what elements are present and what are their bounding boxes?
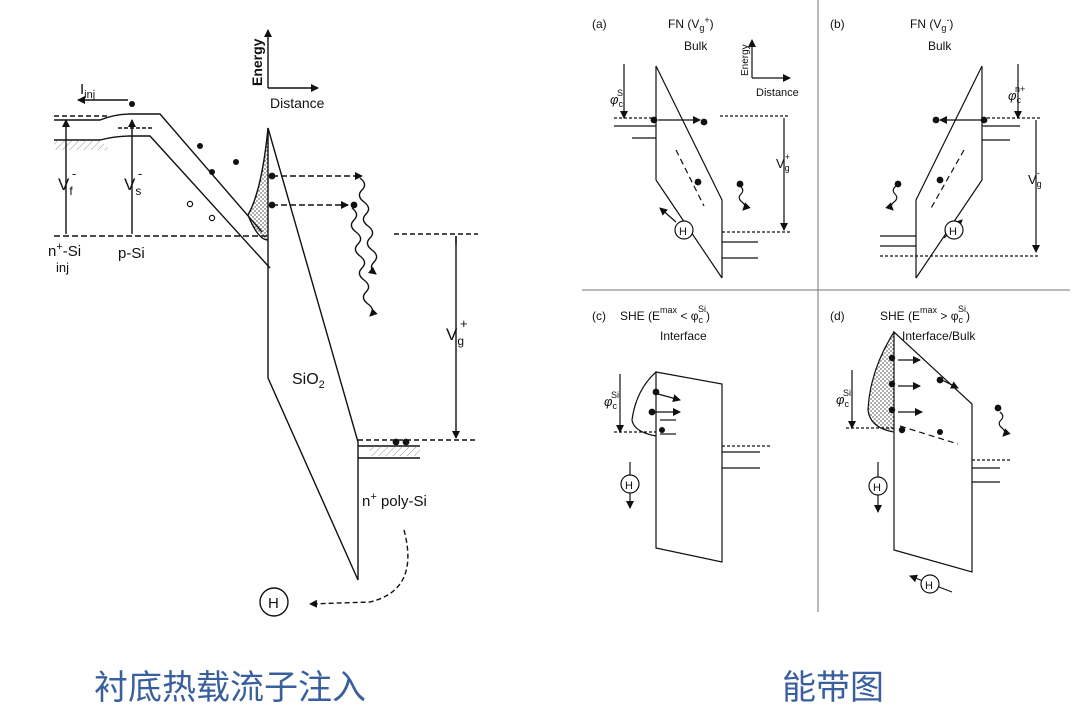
panel-a-electrons — [650, 116, 744, 188]
panel-c-subtitle: Interface — [660, 329, 707, 343]
panel-b-title: FN (Vg-) — [910, 15, 953, 33]
hole-return-path — [309, 529, 409, 608]
panel-c-letter: (c) — [592, 309, 606, 323]
energy-distance-axes — [264, 29, 319, 92]
svg-text:φcn+: φcn+ — [1008, 84, 1025, 105]
label-p-si: p-Si — [118, 245, 145, 262]
left-electrons — [129, 101, 410, 446]
label-vg: Vg — [446, 325, 464, 348]
label-sio2: SiO2 — [292, 371, 325, 391]
svg-text:Distance: Distance — [756, 87, 799, 99]
sio2-barrier — [267, 127, 359, 581]
panel-d: (d) SHE (Emax > φcSi) Interface/Bulk — [830, 304, 1011, 593]
panel-c-hole: H — [620, 474, 640, 494]
panel-c-title: SHE (Emax < φcSi) — [620, 304, 710, 325]
svg-text:φcSi: φcSi — [610, 88, 625, 109]
label-i-inj: Iinj — [80, 81, 95, 101]
panel-a-title: FN (Vg+) — [668, 15, 714, 33]
panel-d-hole-1: H — [868, 476, 888, 496]
panel-c-electrons — [648, 388, 665, 433]
label-inj: inj — [56, 260, 69, 275]
valence-band-si — [54, 135, 271, 269]
panel-d-letter: (d) — [830, 309, 845, 323]
label-n-poly: n+ poly-Si — [362, 491, 427, 510]
panel-a-letter: (a) — [592, 17, 607, 31]
axis-distance-label: Distance — [270, 95, 325, 111]
panel-b: (b) FN (Vg-) Bulk — [830, 15, 1040, 279]
svg-text:H: H — [925, 580, 933, 592]
left-labels: Iinj Vf - Vs - n+-Si inj p-Si SiO2 Vg + … — [48, 81, 468, 510]
svg-text:Vg+: Vg+ — [776, 152, 790, 173]
panel-b-electrons — [894, 116, 988, 188]
panel-d-labels: φcSi — [836, 388, 851, 409]
conduction-band-si — [54, 113, 263, 233]
svg-text:-: - — [72, 166, 76, 181]
panel-b-letter: (b) — [830, 17, 845, 31]
caption-right: 能带图 — [782, 668, 884, 708]
svg-text:H: H — [679, 226, 687, 238]
panel-d-hole-2: H — [920, 574, 940, 594]
surface-spike — [247, 127, 269, 241]
svg-text:H: H — [625, 480, 633, 492]
panel-a-hole: H — [674, 220, 694, 240]
poly-hatch — [370, 446, 420, 456]
panel-a-labels: φcSi Vg+ — [610, 88, 790, 173]
panel-a: (a) FN (Vg+) Bulk Energy Distance — [592, 15, 799, 279]
panel-c-labels: φcSi — [604, 390, 619, 411]
caption-left: 衬底热载流子注入 — [94, 668, 366, 708]
panel-b-subtitle: Bulk — [928, 39, 952, 53]
panel-d-subtitle: Interface/Bulk — [902, 329, 976, 343]
hole-circle-left: H — [259, 587, 289, 617]
panel-c: (c) SHE (Emax < φcSi) Interface — [592, 304, 772, 563]
panel-dividers — [582, 0, 1070, 612]
svg-text:φcSi: φcSi — [836, 388, 851, 409]
valence-hatch — [54, 140, 110, 150]
panel-b-hole: H — [944, 220, 964, 240]
svg-text:H: H — [949, 226, 957, 238]
panel-a-subtitle: Bulk — [684, 39, 708, 53]
svg-text:H: H — [268, 595, 279, 612]
label-vf: Vf — [58, 175, 73, 198]
svg-text:-: - — [138, 166, 142, 181]
axis-energy-label: Energy — [249, 38, 265, 86]
panel-b-labels: φcn+ Vg- — [1008, 84, 1042, 189]
label-n-si: n+-Si — [48, 241, 81, 260]
left-holes — [186, 200, 216, 222]
svg-text:H: H — [873, 482, 881, 494]
svg-text:+: + — [460, 316, 468, 331]
svg-text:φcSi: φcSi — [604, 390, 619, 411]
left-band-diagram: Energy Distance — [54, 29, 478, 608]
panel-d-title: SHE (Emax > φcSi) — [880, 304, 970, 325]
label-vs: Vs — [124, 175, 141, 198]
photon-wave-1 — [358, 177, 378, 275]
svg-text:Vg-: Vg- — [1028, 168, 1042, 189]
svg-text:Energy: Energy — [740, 44, 751, 76]
photon-wave-2 — [350, 207, 378, 317]
panel-d-electrons — [888, 354, 1002, 435]
